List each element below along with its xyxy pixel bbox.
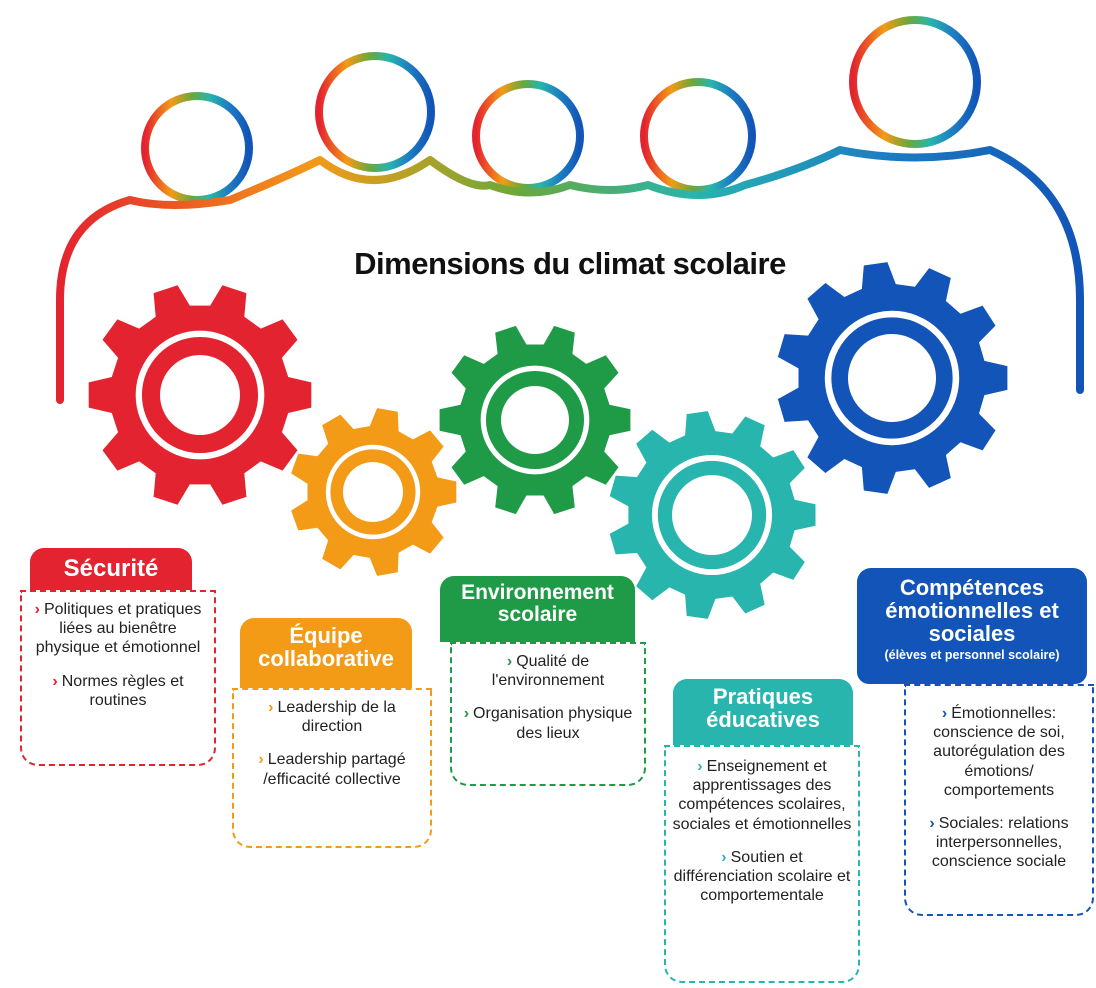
heading-equipe: Équipe collaborative bbox=[258, 623, 394, 672]
gear-hole bbox=[848, 334, 936, 422]
chevron-right-icon: › bbox=[506, 653, 513, 670]
tab-pratiques: Pratiques éducatives bbox=[673, 679, 853, 745]
chevron-right-icon: › bbox=[258, 751, 264, 769]
gear-icon-green bbox=[439, 325, 631, 515]
chevron-right-icon: › bbox=[929, 814, 935, 832]
heading-securite: Sécurité bbox=[63, 555, 159, 582]
box-equipe: ›Leadership de la direction ›Leadership … bbox=[232, 688, 432, 848]
people-outline bbox=[56, 16, 1084, 404]
gear-icon-red bbox=[88, 285, 312, 505]
box-securite: ›Politiques et pratiques liées au bienêt… bbox=[20, 590, 216, 766]
list-item: ›Organisation physique des lieux bbox=[463, 705, 633, 742]
diagram-title: Dimensions du climat scolaire bbox=[354, 246, 786, 281]
gear-ring bbox=[135, 330, 265, 460]
tab-environnement: Environnement scolaire bbox=[440, 576, 635, 642]
gear-ring bbox=[824, 310, 960, 446]
list-item: ›Enseignement et apprentissages des comp… bbox=[672, 758, 852, 833]
list-item: ›Soutien et différenciation scolaire et … bbox=[673, 848, 851, 905]
gear-icon-teal bbox=[609, 411, 816, 619]
person-head-3 bbox=[472, 80, 584, 192]
people-shoulders bbox=[56, 146, 1084, 404]
tab-equipe: Équipe collaborative bbox=[240, 618, 412, 688]
chevron-right-icon: › bbox=[941, 705, 948, 722]
gear-ring bbox=[325, 444, 421, 540]
person-head-1 bbox=[141, 92, 253, 204]
heading-pratiques: Pratiques éducatives bbox=[706, 684, 820, 733]
gear-ring bbox=[651, 454, 773, 576]
chevron-right-icon: › bbox=[463, 705, 470, 723]
box-pratiques: ›Enseignement et apprentissages des comp… bbox=[664, 745, 860, 983]
subheading-competences: (élèves et personnel scolaire) bbox=[884, 648, 1060, 663]
gear-hole bbox=[160, 355, 240, 435]
chevron-right-icon: › bbox=[268, 699, 274, 716]
list-item: ›Qualité de l'environnement bbox=[491, 653, 605, 690]
person-head-5 bbox=[849, 16, 981, 148]
list-item: ›Sociales: relations interpersonnelles, … bbox=[929, 814, 1069, 871]
gear-hole bbox=[343, 462, 403, 522]
gear-icon-orange bbox=[291, 408, 457, 576]
list-item: ›Leadership de la direction bbox=[268, 699, 396, 736]
list-item: ›Émotionnelles: conscience de soi, autor… bbox=[933, 705, 1065, 799]
list-item: ›Normes règles et routines bbox=[52, 672, 184, 709]
chevron-right-icon: › bbox=[721, 848, 727, 866]
chevron-right-icon: › bbox=[52, 672, 58, 690]
list-item: ›Leadership partagé /efficacité collecti… bbox=[258, 751, 406, 788]
chevron-right-icon: › bbox=[34, 601, 40, 618]
gear-hole bbox=[501, 386, 569, 454]
list-item: ›Politiques et pratiques liées au bienêt… bbox=[34, 601, 202, 657]
gear-ring bbox=[480, 365, 590, 475]
heading-competences: Compétences émotionnelles et sociales bbox=[885, 575, 1059, 647]
heading-environnement: Environnement scolaire bbox=[461, 581, 614, 627]
box-environnement: ›Qualité de l'environnement ›Organisatio… bbox=[450, 642, 646, 786]
gear-icon-blue bbox=[777, 262, 1008, 494]
tab-competences: Compétences émotionnelles et sociales (é… bbox=[857, 568, 1087, 684]
box-competences: ›Émotionnelles: conscience de soi, autor… bbox=[904, 684, 1094, 916]
chevron-right-icon: › bbox=[697, 758, 703, 775]
gear-hole bbox=[672, 475, 752, 555]
person-head-2 bbox=[315, 52, 435, 172]
tab-securite: Sécurité bbox=[30, 548, 192, 590]
person-head-4 bbox=[640, 78, 756, 194]
